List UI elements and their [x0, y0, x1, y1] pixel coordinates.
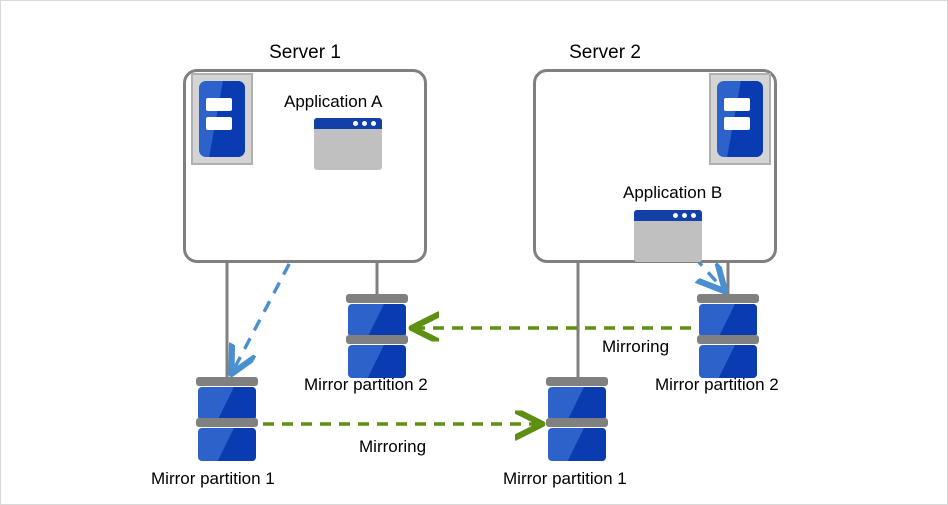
disk-block	[548, 387, 606, 420]
disk-stack-icon	[346, 294, 408, 380]
disk-block	[348, 304, 406, 337]
disk-stack-icon	[196, 377, 258, 463]
data-flow-app-a	[233, 170, 340, 371]
server1-partition1-label: Mirror partition 1	[151, 469, 275, 488]
application-b-label: Application B	[623, 183, 723, 202]
disk-cap	[546, 418, 608, 427]
server-slot-bar	[206, 117, 233, 131]
disk-cap	[196, 418, 258, 427]
disk-block-shade	[217, 387, 256, 420]
disk-cap	[546, 377, 608, 386]
disk-block-shade	[367, 345, 406, 378]
disk-block-shade	[718, 304, 757, 337]
window-dot-icon	[362, 121, 367, 126]
window-titlebar	[314, 118, 382, 129]
disk-block	[699, 345, 757, 378]
window-dot-icon	[691, 213, 696, 218]
server1-enclosure	[183, 69, 427, 263]
window-titlebar	[634, 210, 702, 221]
disk-block-shade	[567, 387, 606, 420]
disk-block	[348, 345, 406, 378]
disk-block	[548, 428, 606, 461]
disk-block	[699, 304, 757, 337]
server-chassis	[717, 81, 763, 157]
application-a-label: Application A	[284, 92, 383, 111]
window-dot-icon	[353, 121, 358, 126]
disk-cap	[697, 294, 759, 303]
server2-partition2-label: Mirror partition 2	[655, 375, 779, 394]
server-slot-bar	[724, 117, 751, 131]
disk-block-shade	[718, 345, 757, 378]
window-dot-icon	[371, 121, 376, 126]
disk-cap	[697, 335, 759, 344]
server-chassis	[199, 81, 245, 157]
disk-cap	[346, 294, 408, 303]
application-window-icon	[634, 210, 702, 262]
disk-stack-icon	[697, 294, 759, 380]
server-machine-icon	[191, 73, 253, 165]
disk-block	[198, 387, 256, 420]
disk-cap	[196, 377, 258, 386]
server-slot-bar	[724, 97, 751, 111]
disk-block-shade	[217, 428, 256, 461]
disk-block-shade	[367, 304, 406, 337]
server-slot-bar	[206, 97, 233, 111]
window-dot-icon	[682, 213, 687, 218]
server2-title: Server 2	[569, 42, 641, 63]
server-machine-icon	[709, 73, 771, 165]
window-dot-icon	[673, 213, 678, 218]
application-window-icon	[314, 118, 382, 170]
disk-stack-icon	[546, 377, 608, 463]
disk-block	[198, 428, 256, 461]
mirroring-label-bottom: Mirroring	[359, 437, 427, 456]
disk-cap	[346, 335, 408, 344]
disk-block-shade	[567, 428, 606, 461]
server1-title: Server 1	[269, 42, 341, 63]
server1-partition2-label: Mirror partition 2	[304, 375, 428, 394]
server2-partition1-label: Mirror partition 1	[503, 469, 627, 488]
mirroring-label-top: Mirroring	[602, 337, 670, 356]
